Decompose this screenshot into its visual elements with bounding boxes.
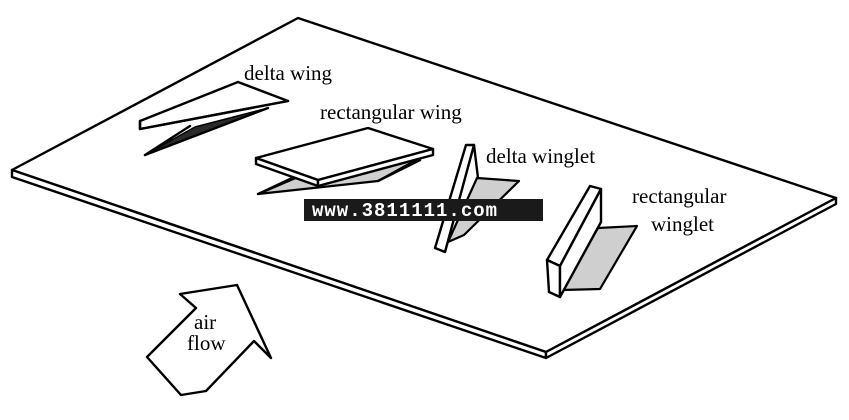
rectangular-winglet <box>545 184 639 299</box>
watermark: www.3811111.com <box>304 199 543 222</box>
rectangular-winglet-side-face <box>558 187 603 299</box>
label-delta-winglet: delta winglet <box>486 144 595 168</box>
label-flow: flow <box>187 331 226 355</box>
air-flow-arrow <box>145 283 273 397</box>
label-delta-wing: delta wing <box>244 61 333 85</box>
delta-wing-trailing-edge <box>138 99 290 131</box>
rectangular-wing <box>254 126 435 196</box>
delta-wing-support-right <box>143 106 270 157</box>
rectangular-wing-support-right <box>376 158 422 183</box>
rectangular-wing-support-left <box>256 174 302 196</box>
watermark-band <box>304 199 543 221</box>
rectangular-wing-side-edge <box>316 147 435 188</box>
delta-winglet-edge <box>472 143 480 180</box>
label-rectangular-winglet-line1: rectangular <box>632 184 726 208</box>
rectangular-winglet-front-face <box>545 258 562 299</box>
label-rectangular-winglet-line2: winglet <box>651 212 714 236</box>
delta-wing <box>138 80 290 157</box>
watermark-text: www.3811111.com <box>312 200 498 222</box>
label-rectangular-wing: rectangular wing <box>320 100 462 124</box>
delta-wing-support-left <box>143 124 192 157</box>
label-air: air <box>194 310 216 334</box>
plate-right-edge <box>544 196 838 360</box>
